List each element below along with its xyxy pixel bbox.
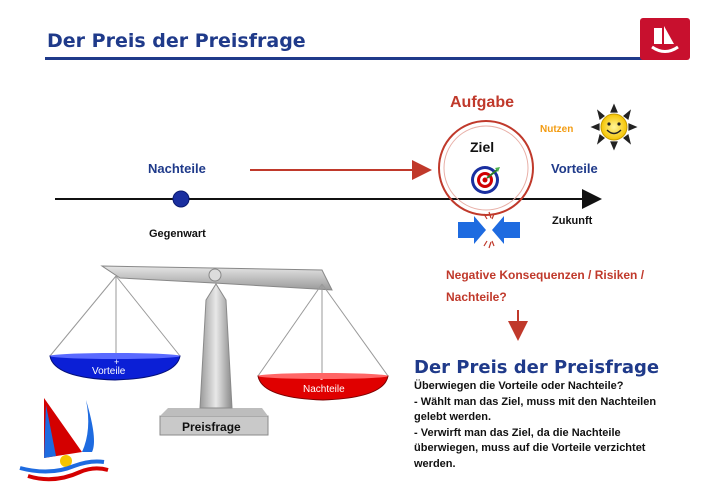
advantages-label: Vorteile <box>551 161 598 176</box>
disadvantages-label: Nachteile <box>148 161 206 176</box>
body-line-3: gelebt werden. <box>414 411 492 423</box>
goal-label: Ziel <box>470 139 495 155</box>
pressure-arrows-icon <box>458 211 520 249</box>
text-heading: Der Preis der Preisfrage <box>414 357 660 378</box>
task-label: Aufgabe <box>450 94 514 111</box>
negative-consequences-text: Negative Konsequenzen / Risiken / Nachte… <box>446 264 686 308</box>
body-line-5: überwiegen, muss auf die Vorteile verzic… <box>414 442 646 454</box>
page-title: Der Preis der Preisfrage <box>47 30 306 52</box>
text-body: Überwiegen die Vorteile oder Nachteile? … <box>414 379 704 472</box>
future-label: Zukunft <box>552 215 593 227</box>
negative-line-1: Negative Konsequenzen / Risiken / <box>446 268 645 282</box>
scale-base-label: Preisfrage <box>182 420 241 434</box>
body-line-4: - Verwirft man das Ziel, da die Nachteil… <box>414 426 621 439</box>
present-marker <box>172 190 190 208</box>
benefit-label: Nutzen <box>540 124 574 135</box>
plus-sign: + <box>114 357 120 367</box>
body-line-6: werden. <box>414 457 456 470</box>
sailboat-logo-icon <box>19 398 109 482</box>
body-line-1: Überwiegen die Vorteile oder Nachteile? <box>414 380 624 392</box>
sun-icon <box>590 103 638 151</box>
left-pan-label: Vorteile <box>92 366 126 377</box>
target-icon <box>471 166 500 194</box>
goal-outer-ring <box>438 120 534 216</box>
logo-icon <box>640 18 690 60</box>
minus-sign: - <box>320 374 323 384</box>
balance-scale <box>49 265 389 436</box>
present-label: Gegenwart <box>149 228 206 240</box>
right-pan-label: Nachteile <box>303 384 345 395</box>
goal-inner-ring <box>443 125 529 211</box>
negative-line-2: Nachteile? <box>446 290 507 304</box>
title-divider <box>45 57 675 60</box>
body-line-2: - Wählt man das Ziel, muss mit den Nacht… <box>414 395 657 408</box>
